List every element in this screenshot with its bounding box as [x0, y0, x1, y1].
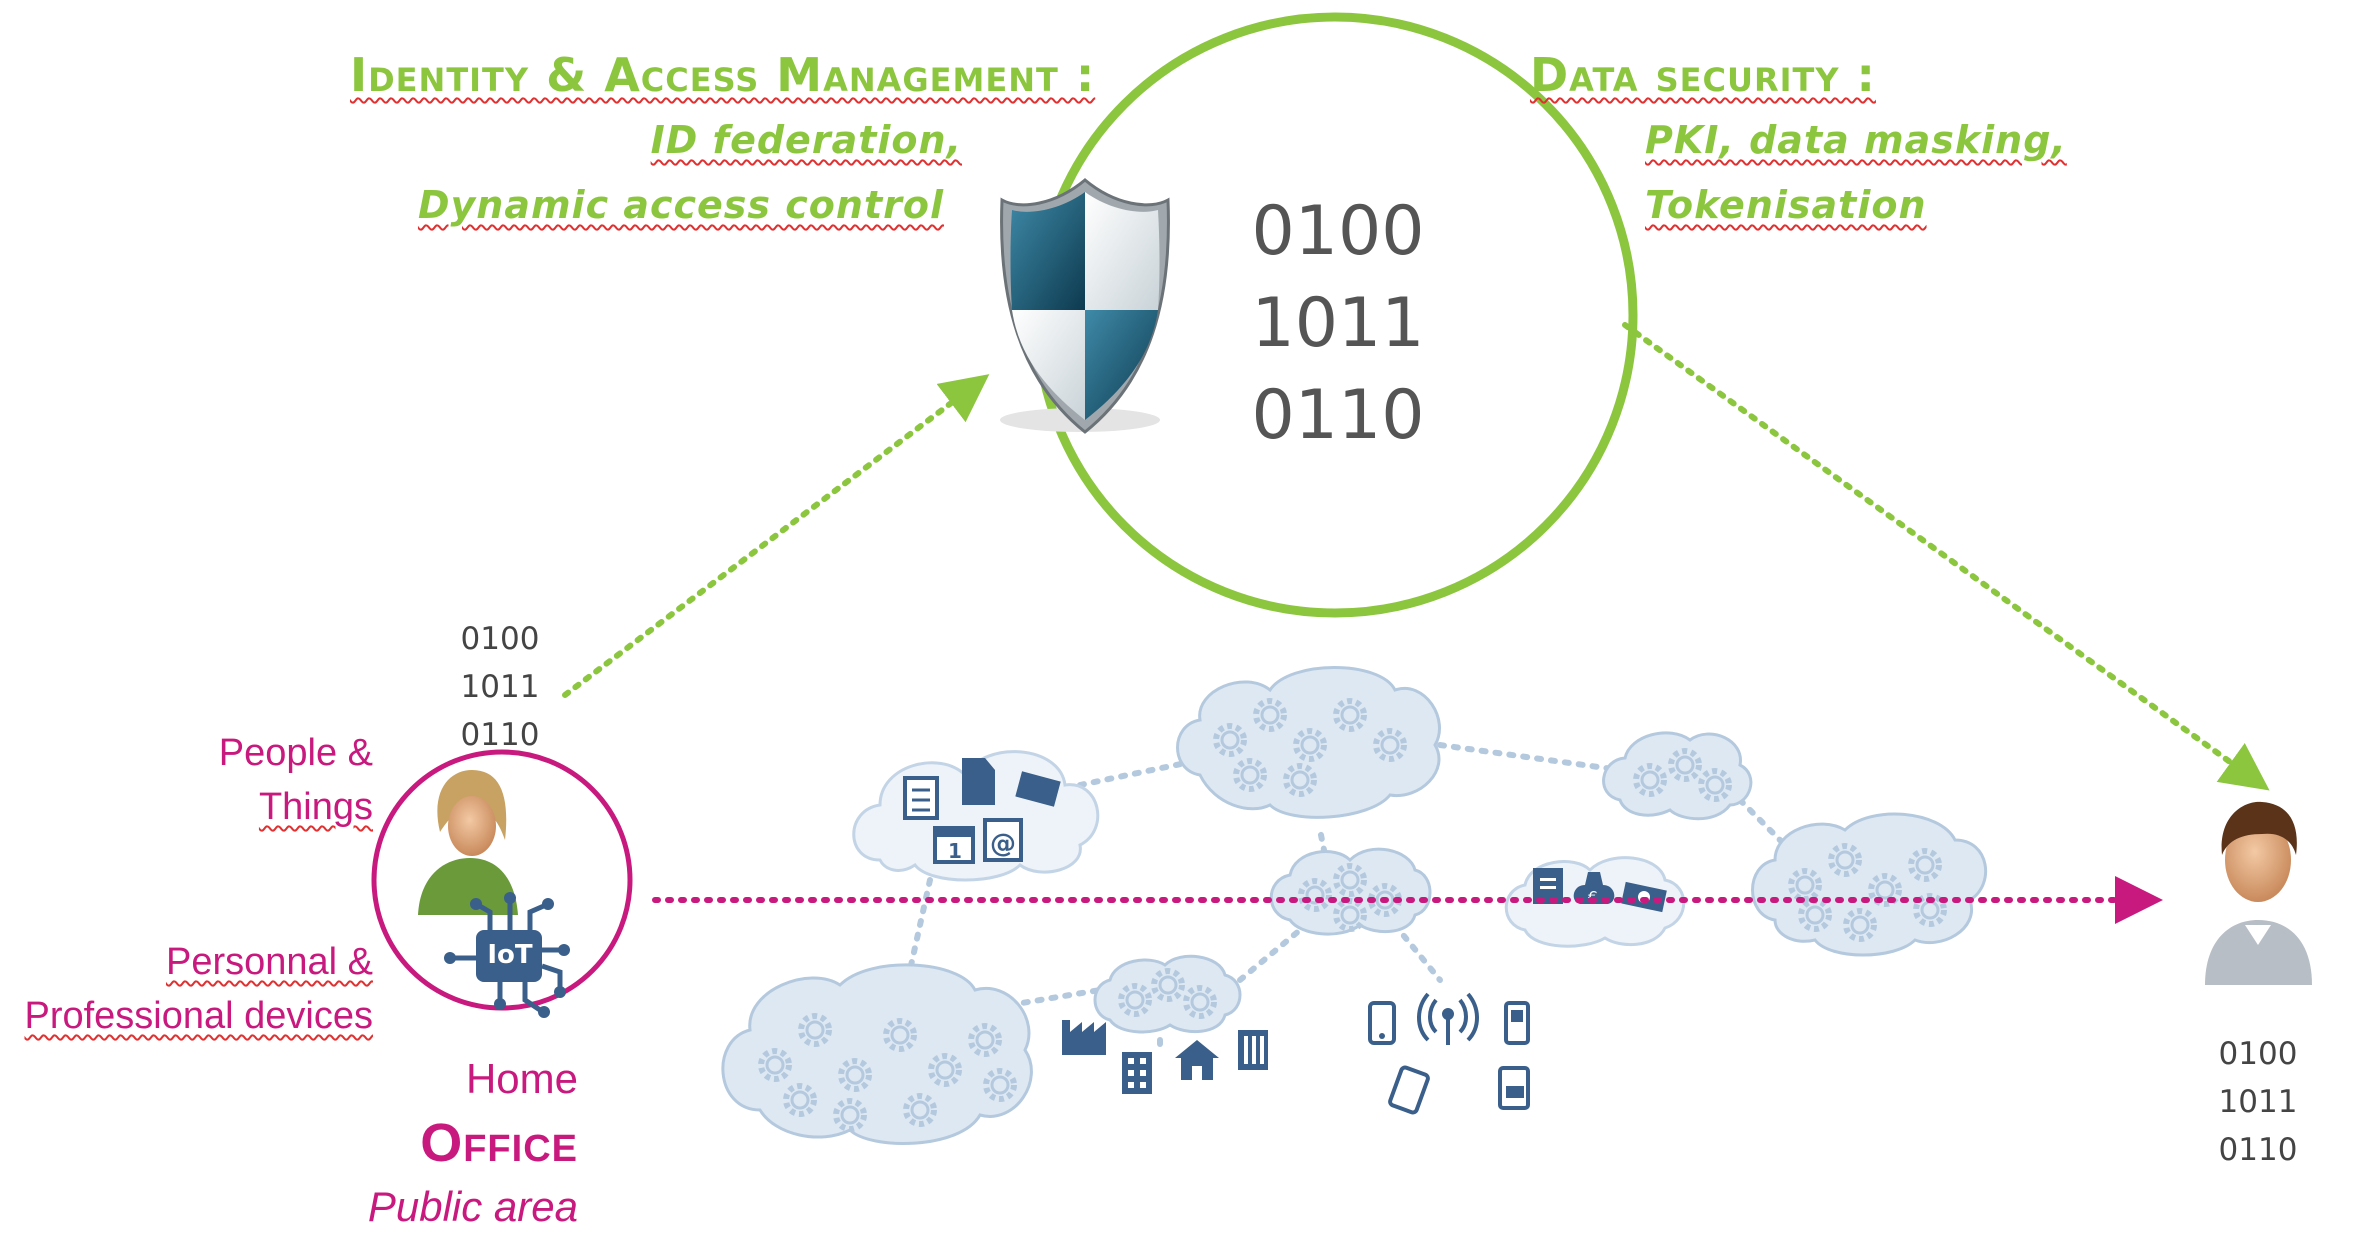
arrow-to-security — [562, 374, 990, 698]
iot-label: IoT — [487, 940, 533, 970]
binary-line: 0100 — [1251, 192, 1425, 271]
factory-icon — [1062, 1020, 1106, 1055]
smartphone-icon — [1368, 1001, 1396, 1045]
cloud-gears-small-right — [1602, 731, 1753, 821]
iam-title: Identity & Access Management : — [350, 48, 1095, 102]
invoice-icon — [1533, 868, 1563, 904]
arrow-to-recipient — [1622, 322, 2270, 791]
person-icon — [418, 770, 518, 915]
binary-line: 0110 — [460, 717, 540, 753]
iam-line2: Dynamic access control — [418, 183, 944, 227]
binary-line: 1011 — [2218, 1084, 2298, 1120]
people-label-line2: Things — [258, 786, 373, 828]
data-security-line2: Tokenisation — [1645, 183, 1927, 227]
shield-icon — [1000, 178, 1170, 434]
antenna-icon — [1417, 992, 1479, 1045]
iam-title-text: Identity & Access Management : — [350, 48, 1096, 102]
iam-line1-text: ID federation, — [650, 118, 962, 162]
data-security-line1: PKI, data masking, — [1645, 118, 2067, 162]
cloud-gears-middle — [1269, 847, 1432, 936]
cloud-gears-far-right — [1751, 812, 1987, 957]
binary-data-destination: 0100 1011 0110 — [2198, 1030, 2318, 1174]
location-office: Office — [420, 1113, 578, 1173]
binary-line: 1011 — [1251, 284, 1425, 363]
binary-line: 0110 — [1251, 376, 1425, 455]
envelope-icon — [1015, 771, 1061, 807]
devices-label-line1: Personnal & — [165, 941, 373, 983]
devices-label: Personnal & Professional devices — [24, 935, 373, 1043]
data-security-title: Data security : — [1530, 48, 1876, 102]
at-icon: @ — [983, 818, 1023, 862]
document-icon — [903, 758, 995, 820]
data-security-line2-text: Tokenisation — [1645, 183, 1927, 227]
data-security-line1-text: PKI, data masking, — [1645, 118, 2067, 162]
calendar-icon: 1 — [933, 826, 975, 864]
cloud-gears-top — [1176, 666, 1441, 819]
mobile-phone-icon — [1504, 1001, 1530, 1045]
people-things-label: People & Things — [219, 726, 373, 834]
recipient-person-icon — [2205, 801, 2312, 985]
cloud-gears-small-bottom — [1093, 954, 1242, 1034]
binary-data-center: 0100 1011 0110 — [1228, 186, 1448, 462]
office-tower-icon — [1238, 1030, 1268, 1070]
house-icon — [1175, 1040, 1219, 1080]
cloud-gears-big-left — [721, 963, 1033, 1145]
binary-line: 0110 — [2218, 1132, 2298, 1168]
binary-line: 0100 — [2218, 1036, 2298, 1072]
location-public-area: Public area — [367, 1183, 578, 1230]
people-label-line1: People & — [218, 732, 373, 774]
building-icon — [1122, 1052, 1152, 1094]
phone-doc-icon — [1498, 1066, 1530, 1110]
iam-line1: ID federation, — [651, 118, 962, 162]
location-home: Home — [465, 1055, 578, 1102]
devices-label-line2: Professional devices — [24, 995, 373, 1037]
svg-text:1: 1 — [948, 839, 962, 863]
tablet-icon — [1388, 1065, 1430, 1115]
binary-line: 1011 — [460, 669, 540, 705]
svg-text:@: @ — [990, 829, 1016, 859]
data-security-title-text: Data security : — [1530, 48, 1876, 102]
iam-line2-text: Dynamic access control — [417, 183, 944, 227]
iot-chip-icon — [444, 892, 570, 1018]
binary-line: 0100 — [460, 621, 540, 657]
binary-data-source: 0100 1011 0110 — [440, 615, 560, 759]
